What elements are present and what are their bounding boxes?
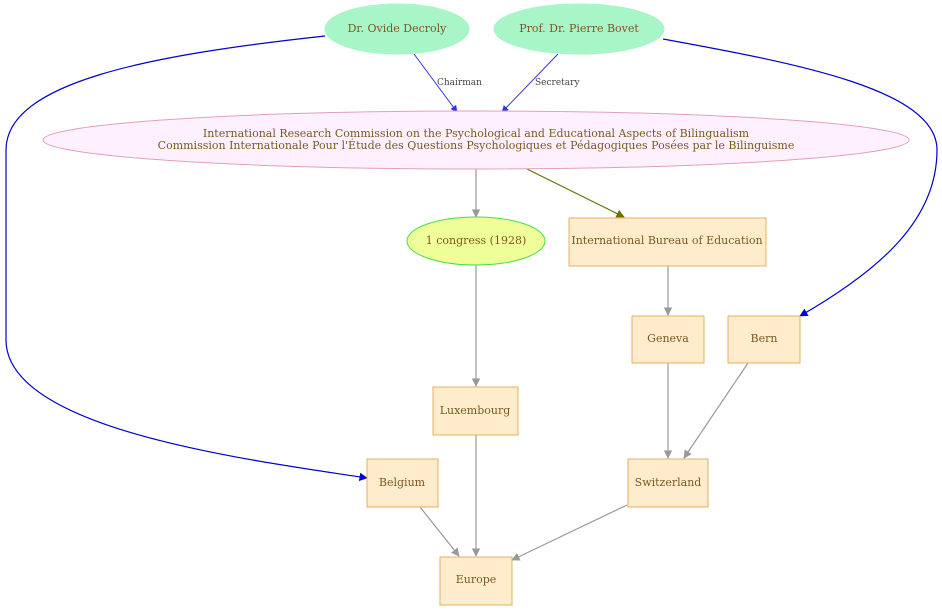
node-europe-label: Europe (456, 573, 497, 586)
node-ibe-label: International Bureau of Education (571, 234, 762, 247)
node-congress-label: 1 congress (1928) (426, 234, 527, 247)
node-luxembourg-label: Luxembourg (440, 404, 511, 417)
edge-commission-ibe (526, 168, 625, 218)
node-commission[interactable]: International Research Commission on the… (42, 110, 910, 170)
edge-decroly-belgium (5, 35, 368, 482)
node-geneva-label: Geneva (647, 332, 689, 345)
edge-bovet-commission (501, 53, 559, 113)
node-belgium-label: Belgium (379, 476, 426, 489)
node-bovet-label: Prof. Dr. Pierre Bovet (519, 22, 639, 35)
node-switzerland-label: Switzerland (635, 476, 702, 489)
node-belgium[interactable]: Belgium (366, 458, 439, 508)
node-congress[interactable]: 1 congress (1928) (406, 216, 546, 266)
node-commission-line1: International Research Commission on the… (203, 127, 750, 140)
edge-bovet-bern (662, 38, 938, 317)
edges: Chairman Secretary (5, 35, 938, 561)
edge-label-chairman: Chairman (437, 78, 482, 88)
edge-decroly-commission (413, 53, 458, 113)
node-commission-line2: Commission Internationale Pour l'Étude d… (158, 138, 795, 152)
edge-switzerland-europe (511, 504, 628, 561)
node-decroly-label: Dr. Ovide Decroly (348, 22, 448, 35)
node-luxembourg[interactable]: Luxembourg (432, 386, 519, 436)
node-decroly[interactable]: Dr. Ovide Decroly (324, 3, 470, 55)
node-bern-label: Bern (751, 332, 778, 345)
node-geneva[interactable]: Geneva (631, 315, 705, 364)
node-switzerland[interactable]: Switzerland (627, 458, 709, 508)
edge-belgium-europe (419, 506, 460, 557)
node-bern[interactable]: Bern (727, 315, 801, 364)
node-europe[interactable]: Europe (439, 556, 513, 606)
node-ibe[interactable]: International Bureau of Education (568, 217, 767, 267)
edge-bern-switzerland (683, 362, 749, 459)
edge-label-secretary: Secretary (535, 78, 580, 88)
node-bovet[interactable]: Prof. Dr. Pierre Bovet (493, 3, 665, 55)
